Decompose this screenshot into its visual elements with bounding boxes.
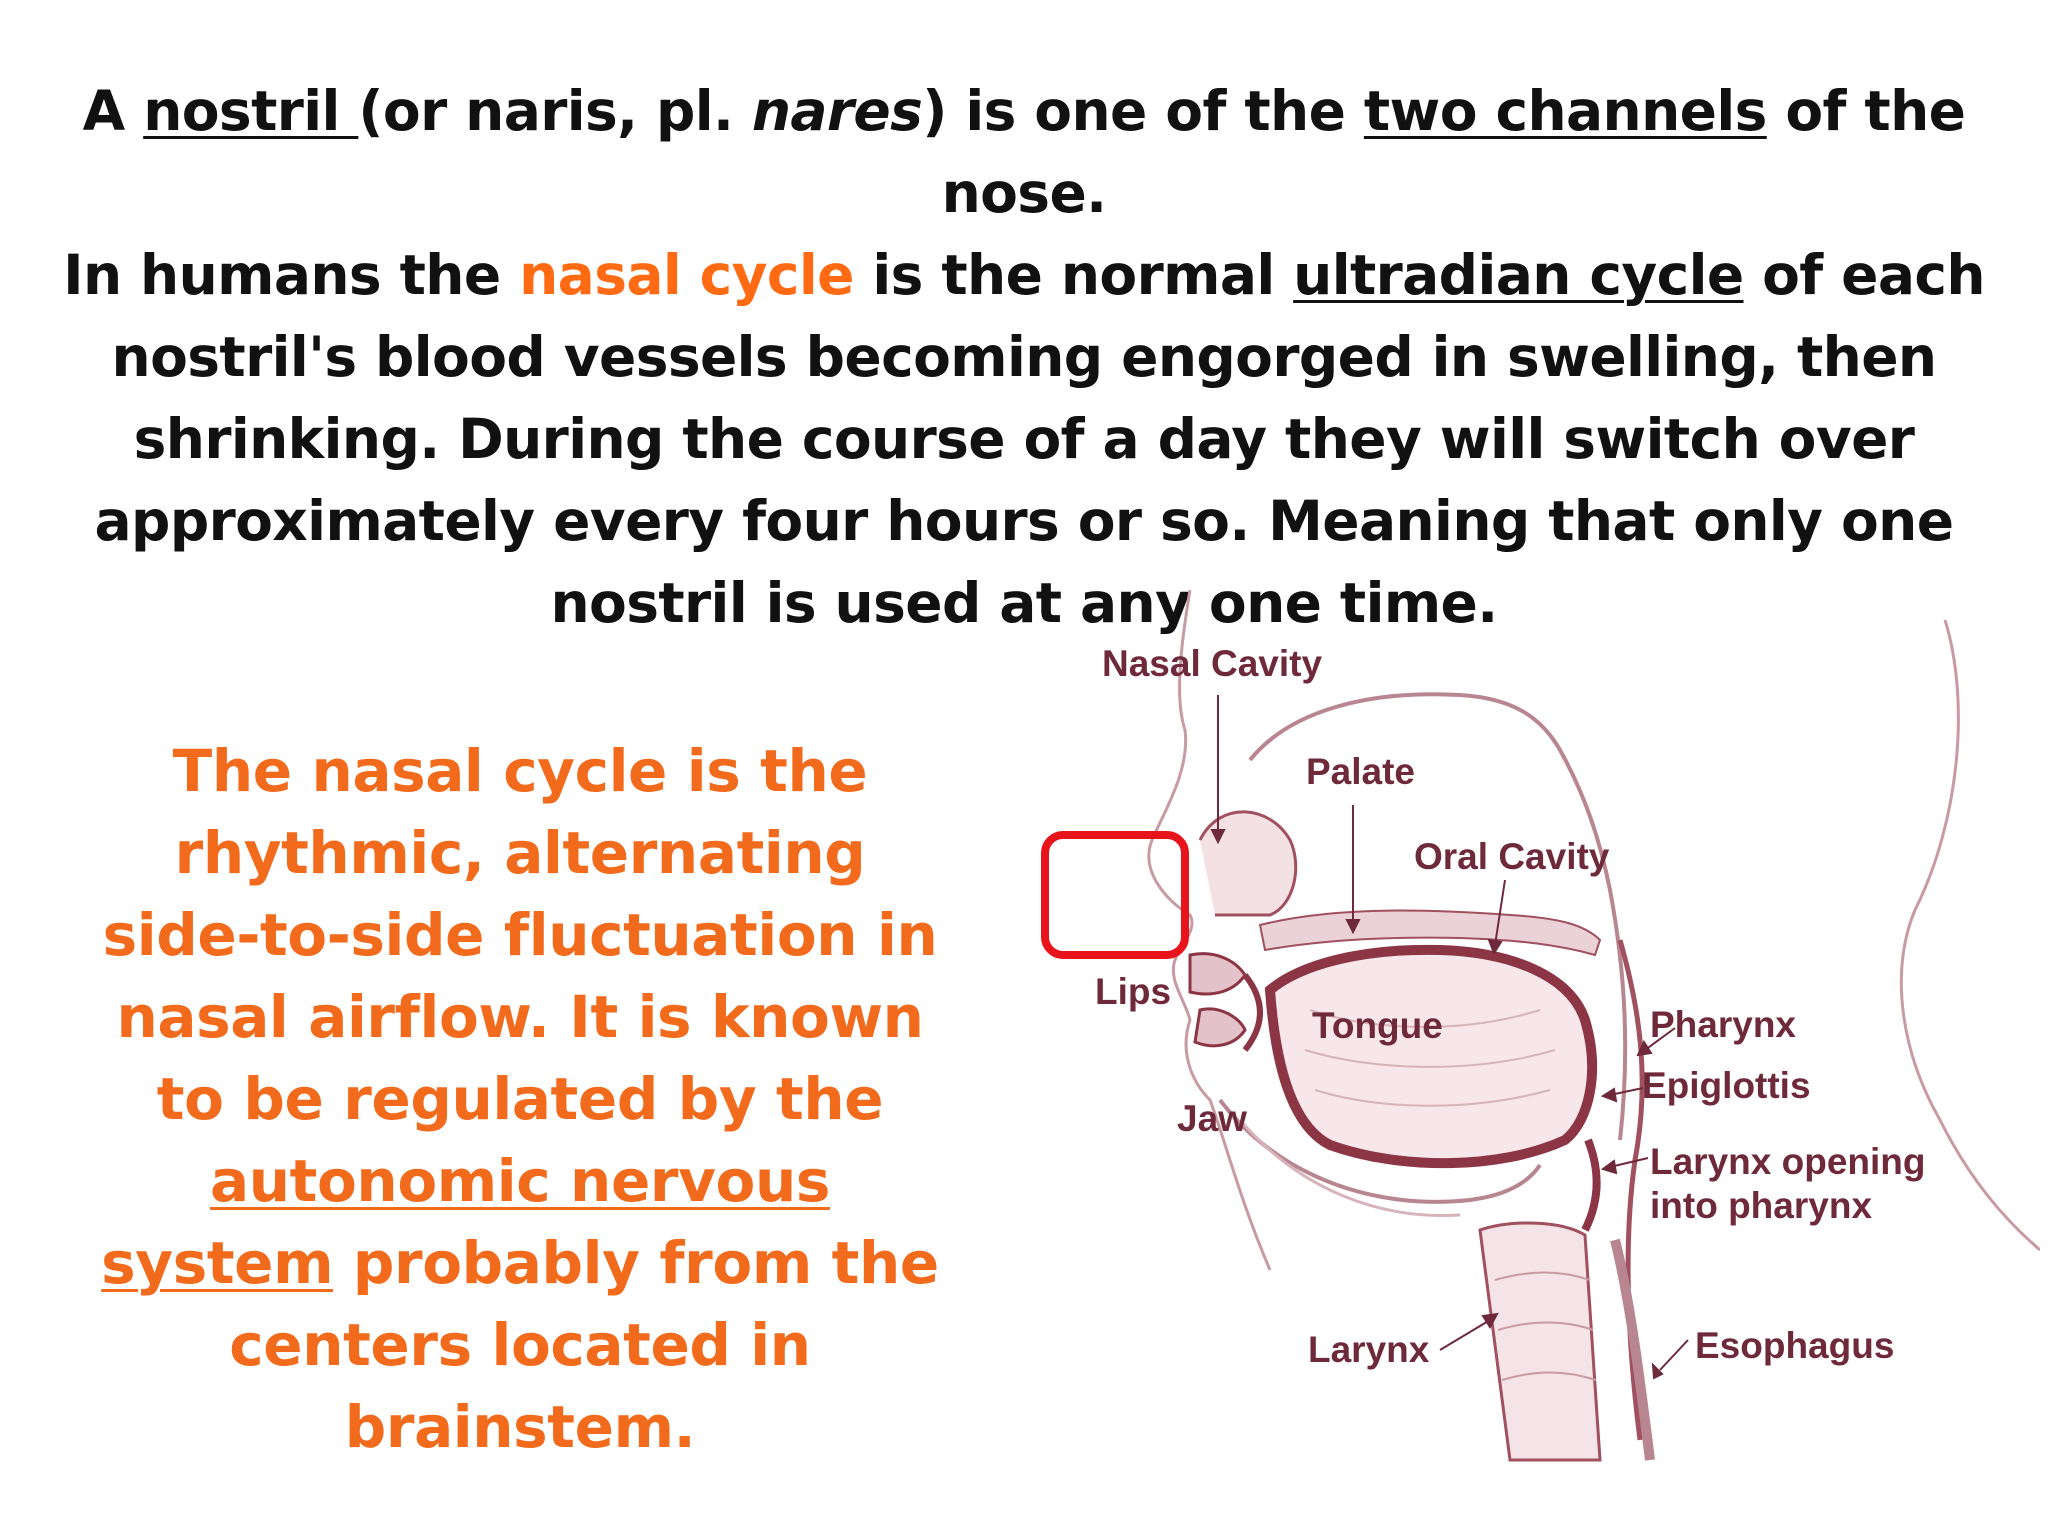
nares-term: nares [751, 79, 923, 143]
label-jaw: Jaw [1177, 1098, 1247, 1139]
intro-paragraph: A nostril (or naris, pl. nares) is one o… [18, 70, 2030, 644]
label-palate: Palate [1306, 751, 1416, 792]
label-larynx-opening-line1: Larynx opening [1650, 1141, 1926, 1182]
nasal-cycle-text: The nasal cycle is the rhythmic, alterna… [102, 737, 938, 1133]
nasal-cycle-highlight: nasal cycle [519, 243, 854, 307]
intro-text: ) is one of the [922, 79, 1364, 143]
label-pharynx: Pharynx [1650, 1004, 1797, 1045]
autonomic-nervous-system-link[interactable]: autonomic nervous system [101, 1147, 830, 1297]
intro-text: In humans the [63, 243, 520, 307]
intro-text: is the normal [853, 243, 1294, 307]
intro-text: A [82, 79, 144, 143]
ultradian-cycle-link[interactable]: ultradian cycle [1293, 243, 1744, 307]
head-anatomy-illustration [1041, 589, 2040, 1462]
nostril-highlight-box [1041, 831, 1189, 959]
head-anatomy-diagram: Nasal Cavity Palate Oral Cavity Lips Ton… [1040, 580, 2040, 1500]
intro-text: of the nose. [941, 79, 1966, 225]
label-esophagus: Esophagus [1695, 1325, 1895, 1366]
label-tongue: Tongue [1312, 1005, 1443, 1046]
label-oral-cavity: Oral Cavity [1414, 836, 1610, 877]
intro-text: (or naris, pl. [358, 79, 752, 143]
label-nasal-cavity: Nasal Cavity [1102, 643, 1323, 684]
label-larynx: Larynx [1308, 1329, 1430, 1370]
nasal-cycle-text: probably from the centers located in bra… [229, 1229, 939, 1461]
intro-text: of each nostril's blood vessels becoming… [94, 243, 1986, 635]
label-epiglottis: Epiglottis [1642, 1065, 1811, 1106]
nasal-cycle-paragraph: The nasal cycle is the rhythmic, alterna… [90, 730, 950, 1468]
nostril-link[interactable]: nostril [143, 79, 359, 143]
label-larynx-opening-line2: into pharynx [1650, 1185, 1873, 1226]
two-channels-link[interactable]: two channels [1363, 79, 1768, 143]
label-lips: Lips [1095, 971, 1172, 1012]
